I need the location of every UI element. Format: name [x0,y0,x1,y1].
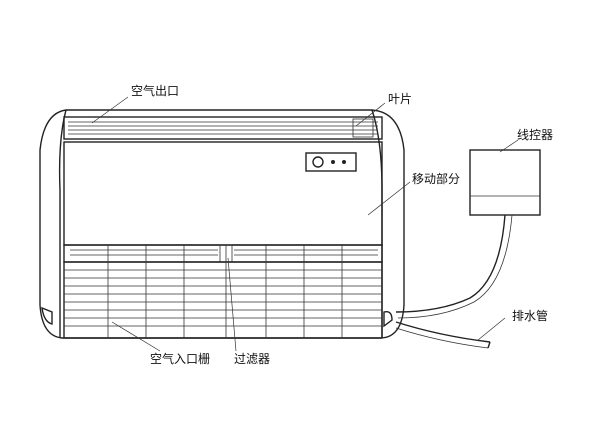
wired-controller-box [469,149,541,216]
right-side-cover [371,109,383,338]
label-louver: 叶片 [388,92,413,106]
right-foot [383,310,393,328]
label-wired-controller: 线控器 [517,128,554,142]
left-side-cover [58,109,67,338]
drain-pipe-end [487,341,491,349]
drain-pipe-inner [395,327,489,349]
controller-cable [395,214,506,313]
leader-movable-part [367,181,411,216]
air-outlet-frame [63,116,383,140]
front-panel [63,141,383,246]
left-foot [41,306,53,325]
leader-air-outlet [91,96,129,124]
controller-cable-inner [397,214,513,319]
label-movable-part: 移动部分 [412,172,461,186]
leader-controller [499,139,519,153]
louver-blades [68,118,378,138]
leader-louver [355,102,386,127]
unit-body-outline [39,109,405,339]
label-air-outlet: 空气出口 [131,84,180,98]
drain-pipe [395,321,491,343]
leader-drain-pipe [477,317,506,341]
filter-band [63,244,383,263]
air-inlet-grille [63,245,383,339]
leader-filter [227,257,237,352]
leader-air-inlet [111,321,161,352]
filter-band-lines [70,249,378,256]
label-filter: 过滤器 [234,352,271,366]
unit-control-panel [305,152,357,172]
label-air-inlet-grille: 空气入口栅 [150,352,211,366]
label-drain-pipe: 排水管 [512,309,549,323]
